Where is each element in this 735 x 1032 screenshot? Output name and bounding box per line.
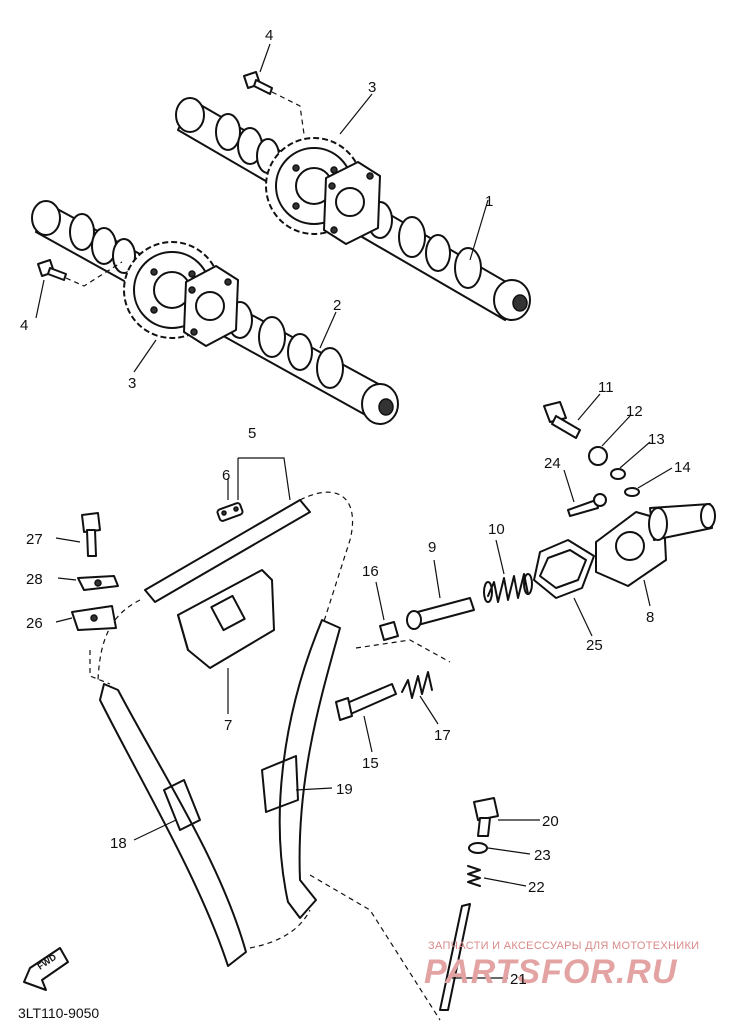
callout-26: 26: [26, 615, 43, 632]
callout-3-lower: 3: [128, 375, 136, 392]
gasket-12: [588, 446, 608, 466]
callout-10: 10: [488, 521, 505, 538]
camshaft-cap-lower: [183, 265, 239, 347]
watermark-tagline: ЗАПЧАСТИ И АКСЕССУАРЫ ДЛЯ МОТОТЕХНИКИ: [428, 940, 699, 952]
tensioner-guide: [89, 650, 311, 967]
callout-6: 6: [222, 467, 230, 484]
rod-21: [309, 874, 471, 1021]
callout-11: 11: [598, 379, 614, 396]
callout-22: 22: [528, 879, 545, 896]
callout-24: 24: [544, 455, 561, 472]
callout-19: 19: [336, 781, 353, 798]
leader-lines: [35, 43, 673, 979]
chain-guide-exhaust: [261, 619, 341, 919]
washer-23: [468, 842, 488, 854]
chain-tensioner: [595, 503, 716, 587]
chain-guide-top: [177, 569, 275, 669]
callout-5: 5: [248, 425, 256, 442]
callout-20: 20: [542, 813, 559, 830]
callout-28: 28: [26, 571, 43, 588]
callout-1: 1: [485, 193, 493, 210]
guide-bolt-27: [81, 512, 101, 557]
o-ring-14: [624, 487, 640, 497]
callout-15: 15: [362, 755, 379, 772]
camshaft-cap-upper: [323, 161, 381, 245]
callout-4-lower: 4: [20, 317, 28, 334]
tensioner-bolt-24: [567, 493, 607, 517]
tensioner-rod-9: [406, 597, 475, 630]
callout-2: 2: [333, 297, 341, 314]
callout-12: 12: [626, 403, 643, 420]
callout-18: 18: [110, 835, 127, 852]
forward-arrow-icon: FWD: [23, 947, 69, 991]
washer-16: [379, 621, 399, 641]
washer-13: [610, 468, 626, 480]
spring-22: [467, 865, 481, 887]
callout-14: 14: [674, 459, 691, 476]
diagram-code: 3LT110-9050: [18, 1005, 99, 1021]
callout-7: 7: [224, 717, 232, 734]
watermark-brand: PARTSFOR.RU: [424, 953, 678, 991]
callout-8: 8: [646, 609, 654, 626]
callout-13: 13: [648, 431, 665, 448]
callout-25: 25: [586, 637, 603, 654]
chain-joint-link: [216, 502, 244, 522]
spring-17: [401, 671, 433, 699]
callout-21: 21: [510, 971, 527, 988]
callout-17: 17: [434, 727, 451, 744]
bolt-20: [473, 797, 499, 837]
cam-chain: [97, 491, 354, 681]
callout-9: 9: [428, 539, 436, 556]
lock-washer-28: [77, 575, 119, 591]
callout-4-upper: 4: [265, 27, 273, 44]
callout-16: 16: [362, 563, 379, 580]
spring-10: [483, 573, 533, 603]
tensioner-gasket-25: [533, 539, 595, 599]
rod-15: [335, 639, 451, 721]
tensioner-cap-bolt-11: [543, 401, 581, 439]
callout-23: 23: [534, 847, 551, 864]
sprocket-bolt-lower: [37, 259, 123, 287]
sprocket-bolt-upper: [243, 71, 305, 135]
plate-26: [71, 605, 117, 631]
callout-3-upper: 3: [368, 79, 376, 96]
callout-27: 27: [26, 531, 43, 548]
